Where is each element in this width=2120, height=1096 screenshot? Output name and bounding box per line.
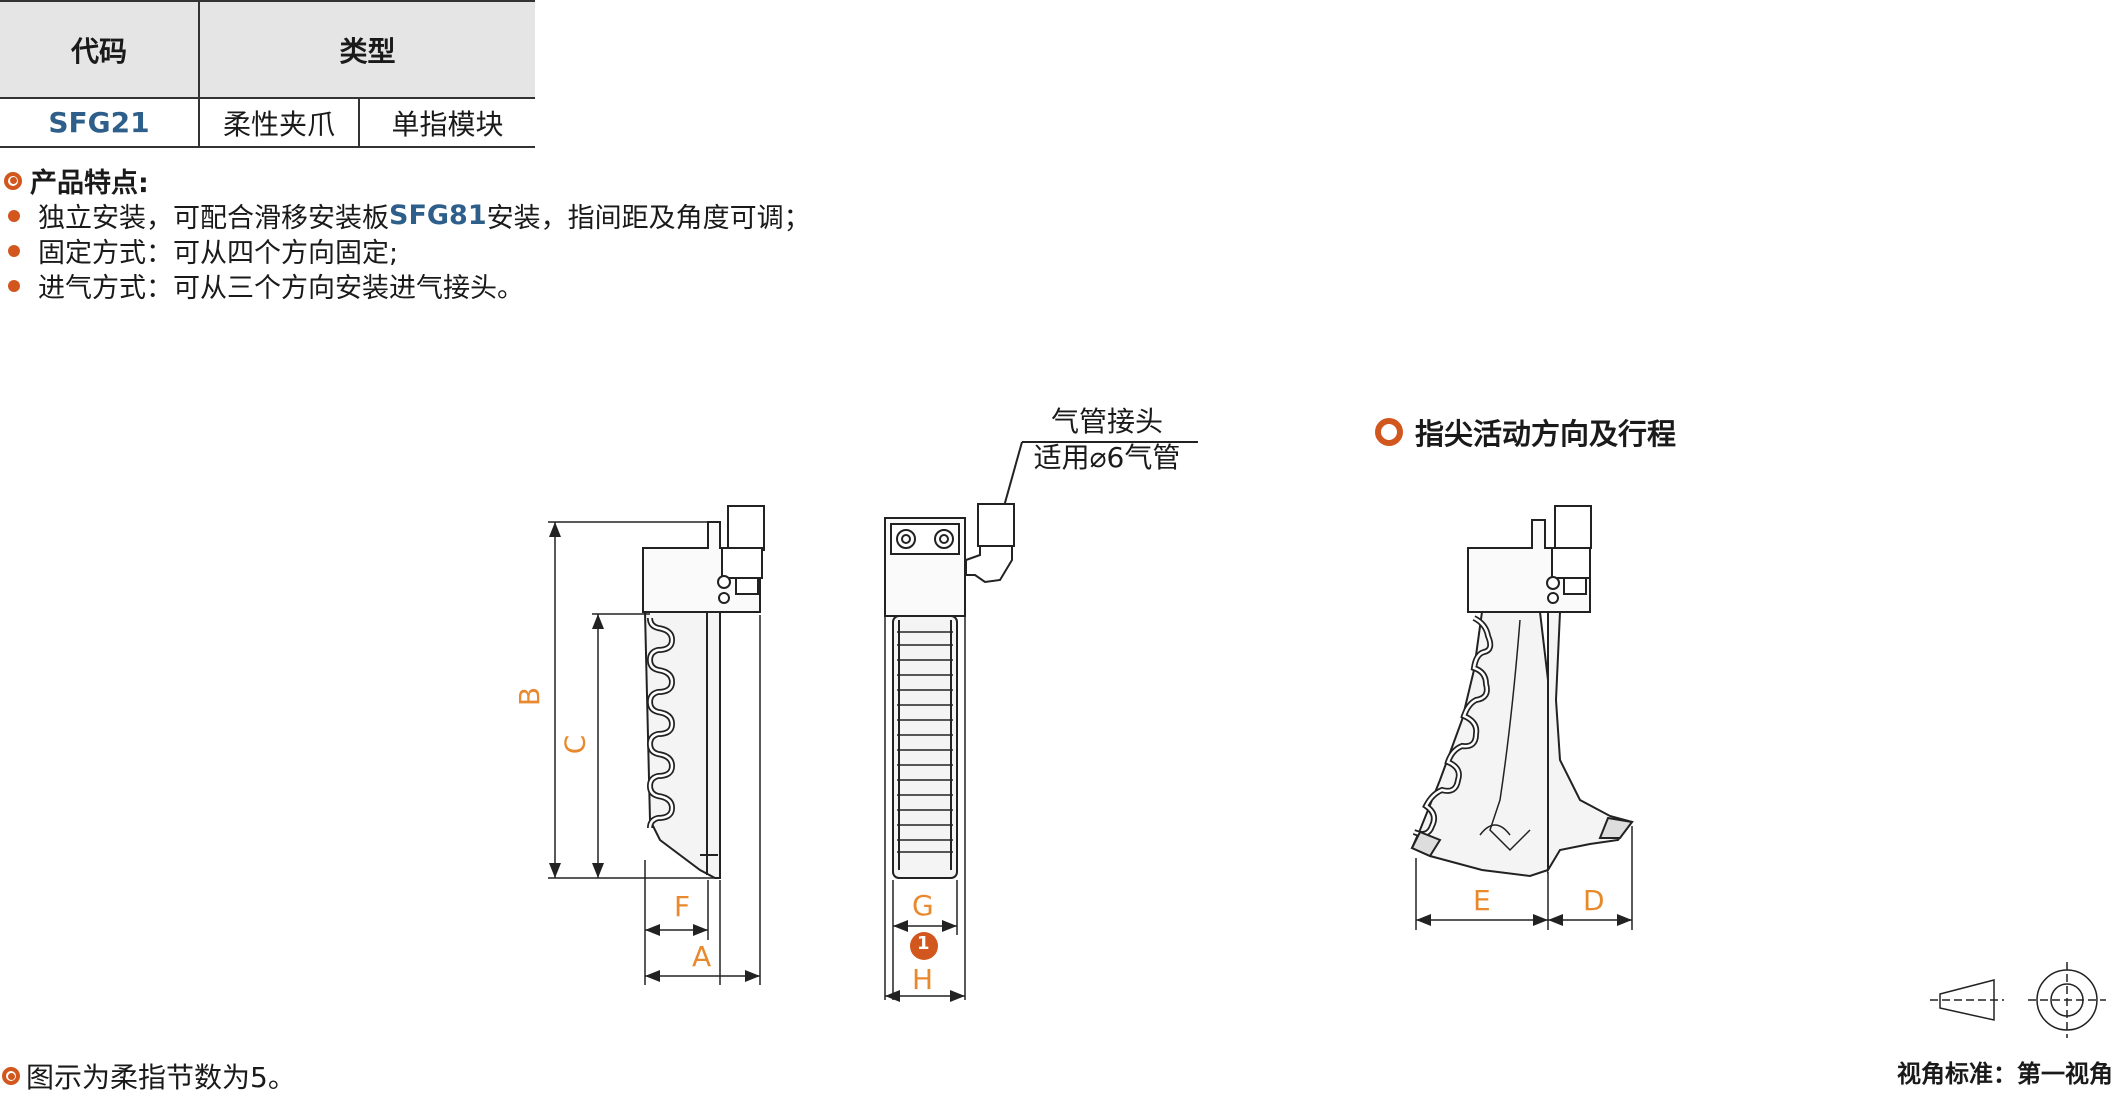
header-code: 代码: [70, 34, 127, 68]
fitting-leader: [993, 441, 1198, 536]
fitting-label-line1: 气管接头: [1050, 405, 1163, 438]
fitting-label-line2: 适用⌀6气管: [1033, 441, 1181, 474]
first-angle-projection-icon: [1930, 962, 2106, 1038]
bullet-dot-icon: [8, 209, 20, 222]
side-view: [642, 505, 765, 879]
stroke-view-dimensions: [1415, 826, 1633, 930]
product-code: SFG21: [48, 106, 150, 139]
bullet-dot-icon: [8, 279, 20, 292]
stroke-section-title-text: 指尖活动方向及行程: [1415, 417, 1677, 451]
ring-bullet-icon: [2, 1067, 20, 1085]
header-type: 类型: [339, 34, 396, 68]
feature-item: 固定方式：可从四个方向固定;: [8, 231, 398, 270]
fitting-label: 气管接头 适用⌀6气管: [1022, 404, 1192, 476]
footnote: 图示为柔指节数为5。: [0, 1056, 296, 1096]
features-title: 产品特点:: [0, 161, 149, 200]
table-row: SFG21 柔性夹爪 单指模块: [0, 99, 535, 148]
table-header-row: 代码 类型: [0, 0, 535, 99]
type-flexible-gripper: 柔性夹爪: [222, 107, 335, 141]
stroke-view: [1410, 505, 1634, 878]
ring-bullet-icon: [4, 171, 22, 190]
finger-segments: [897, 631, 953, 853]
front-view-dimensions: [884, 616, 966, 1002]
stroke-section-title: 指尖活动方向及行程: [1375, 411, 1676, 453]
feature-text: 独立安装，可配合滑移安装板: [38, 203, 389, 234]
type-single-finger: 单指模块: [391, 107, 504, 141]
feature-item: 进气方式：可从三个方向安装进气接头。: [8, 266, 524, 305]
feature-text: 进气方式：可从三个方向安装进气接头。: [38, 273, 524, 304]
feature-text: 安装，指间距及角度可调；: [486, 203, 811, 234]
front-view: [884, 503, 1015, 879]
view-standard: 视角标准：第一视角: [1897, 1060, 2113, 1088]
callout-badge: [910, 932, 938, 960]
feature-highlight: SFG81: [389, 200, 487, 231]
feature-text: 固定方式：可从四个方向固定;: [38, 238, 399, 269]
footnote-text: 图示为柔指节数为5。: [26, 1061, 296, 1094]
table-divider: [358, 99, 360, 148]
ring-icon: [1375, 418, 1403, 446]
side-view-dimensions: [548, 521, 761, 985]
bullet-dot-icon: [8, 244, 20, 257]
features-title-text: 产品特点:: [30, 168, 149, 199]
table-divider: [198, 0, 200, 148]
